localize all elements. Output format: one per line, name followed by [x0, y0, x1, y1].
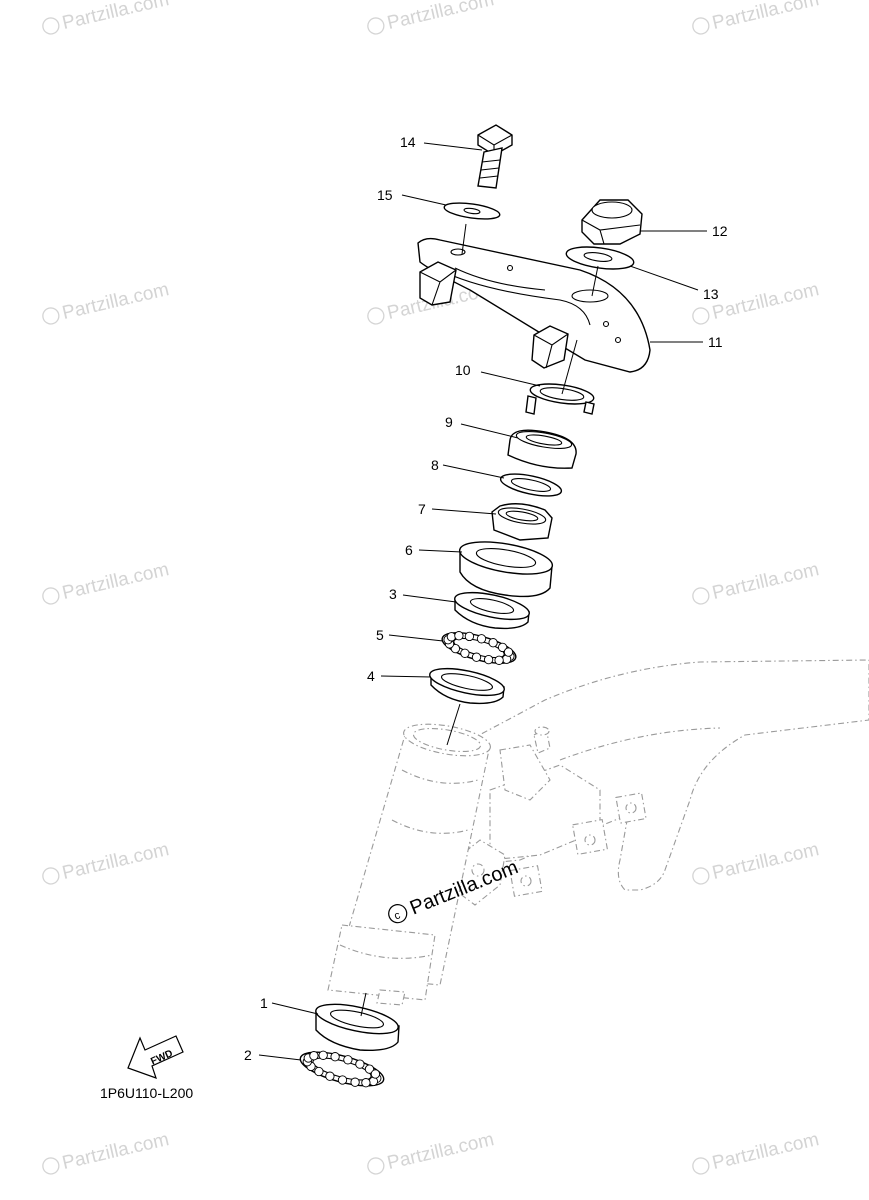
watermark: Partzilla.com [367, 1129, 496, 1175]
watermark: Partzilla.com [692, 559, 821, 605]
watermark: Partzilla.com [42, 279, 171, 325]
part-5-ball-race [441, 631, 517, 665]
watermark-copyright-icon [692, 867, 710, 885]
watermark-copyright-icon [42, 867, 60, 885]
bearing-ball [330, 1052, 340, 1062]
watermark-copyright-icon [367, 307, 385, 325]
bearing-ball [343, 1055, 353, 1065]
bearing-ball [325, 1071, 335, 1081]
part-12-nut [581, 199, 643, 245]
callout-12: 12 [712, 223, 728, 239]
bearing-ball [488, 638, 498, 648]
watermark-text: Partzilla.com [385, 0, 496, 34]
callout-labels: 14 15 12 13 11 10 9 8 7 6 3 5 4 1 2 [244, 134, 728, 1063]
watermark-copyright-icon [692, 307, 710, 325]
assembly-lines [360, 223, 599, 1017]
watermark-text: Partzilla.com [710, 0, 821, 34]
part-15-washer [443, 202, 501, 220]
callout-9: 9 [445, 414, 453, 430]
watermark-text: Partzilla.com [60, 1129, 171, 1174]
callout-7: 7 [418, 501, 426, 517]
callout-14: 14 [400, 134, 416, 150]
watermark: Partzilla.com [692, 839, 821, 885]
part-10-lock-washer [525, 383, 595, 415]
watermark: Partzilla.com [42, 559, 171, 605]
watermark: Partzilla.com [42, 1129, 171, 1175]
watermark: Partzilla.com [692, 0, 821, 35]
watermark-copyright-icon [367, 17, 385, 35]
callout-leaders [258, 142, 707, 1061]
svg-text:c: c [393, 909, 403, 922]
watermark-text: Partzilla.com [710, 839, 821, 884]
callout-15: 15 [377, 187, 393, 203]
callout-8: 8 [431, 457, 439, 473]
callout-13: 13 [703, 286, 719, 302]
bearing-ball [494, 655, 504, 665]
watermark: Partzilla.com [42, 839, 171, 885]
watermark-copyright-icon [692, 17, 710, 35]
watermark-text: Partzilla.com [710, 1129, 821, 1174]
bearing-ball [446, 632, 457, 642]
bearing-ball [471, 652, 482, 662]
callout-3: 3 [389, 586, 397, 602]
watermark-text: Partzilla.com [710, 279, 821, 324]
bearing-ball [454, 631, 464, 641]
fwd-arrow: FWD [127, 1035, 184, 1079]
part-9-ring-nut [507, 429, 577, 469]
part-13-washer [565, 246, 635, 270]
steering-head-pipe [327, 723, 491, 1006]
watermark-copyright-icon [692, 587, 710, 605]
watermark-text: Partzilla.com [60, 279, 171, 324]
watermark-text: Partzilla.com [60, 0, 171, 34]
diagram-code: 1P6U110-L200 [100, 1085, 193, 1101]
watermark-text: Partzilla.com [385, 1129, 496, 1174]
part-8-washer [499, 473, 563, 497]
part-2-ball-race [299, 1050, 385, 1088]
bearing-ball [309, 1051, 319, 1061]
watermark-text: Partzilla.com [60, 839, 171, 884]
frame-outline [454, 659, 869, 906]
part-14-bolt [477, 124, 513, 189]
part-11-handle-crown [417, 237, 651, 373]
callout-11: 11 [708, 334, 723, 350]
bearing-ball [337, 1075, 348, 1085]
callout-1: 1 [260, 995, 268, 1011]
bearing-ball [350, 1077, 360, 1087]
watermark: Partzilla.com [367, 0, 496, 35]
callout-5: 5 [376, 627, 384, 643]
callout-4: 4 [367, 668, 375, 684]
part-7-ring-nut [491, 503, 553, 541]
bearing-ball [364, 1064, 375, 1074]
bearing-ball [464, 631, 475, 642]
watermark-text: Partzilla.com [710, 559, 821, 604]
bearing-ball [476, 634, 487, 644]
bearing-ball [361, 1078, 371, 1088]
callout-2: 2 [244, 1047, 252, 1063]
watermark: Partzilla.com [42, 0, 171, 35]
watermark: Partzilla.com [692, 1129, 821, 1175]
watermark-copyright-icon [692, 1157, 710, 1175]
watermark-copyright-icon [42, 307, 60, 325]
bearing-ball [483, 654, 494, 665]
bearing-ball [314, 1066, 324, 1077]
watermark-copyright-icon [367, 1157, 385, 1175]
callout-10: 10 [455, 362, 471, 378]
watermark-text: Partzilla.com [60, 559, 171, 604]
part-3-race [454, 591, 530, 630]
part-6-cover [458, 541, 554, 598]
callout-6: 6 [405, 542, 413, 558]
bearing-ball [370, 1069, 381, 1079]
bearing-ball [318, 1050, 328, 1060]
part-1-race [315, 1003, 400, 1052]
bearing-ball [503, 647, 514, 657]
watermark-copyright-icon [42, 17, 60, 35]
bearing-ball [460, 648, 470, 658]
bearing-ball [355, 1059, 365, 1069]
watermark-copyright-icon [42, 587, 60, 605]
watermark-copyright-icon [42, 1157, 60, 1175]
part-4-race [429, 667, 505, 705]
